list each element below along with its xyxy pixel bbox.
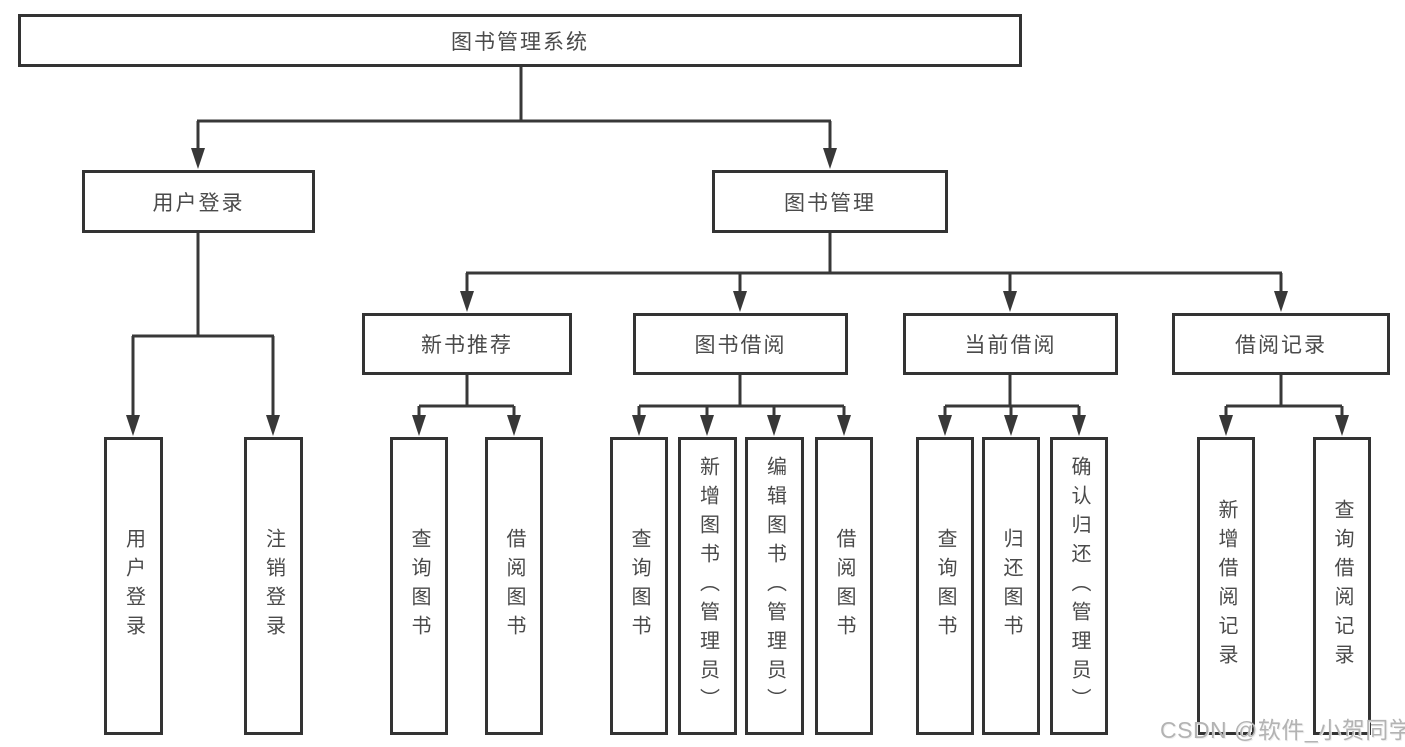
leaf-recommend-query-books: 查询图书 (390, 437, 448, 735)
leaf-logout: 注销登录 (244, 437, 303, 735)
connector-records-to-leaves (1219, 374, 1349, 436)
leaf-confirm-return-admin: 确认归还（管理员） (1050, 437, 1108, 735)
csdn-watermark: CSDN @软件_小贺同学 (1160, 717, 1405, 743)
connector-current-to-leaves (938, 374, 1086, 436)
connector-login-to-leaves (126, 232, 280, 436)
leaf-recommend-borrow-books: 借阅图书 (485, 437, 543, 735)
leaf-borrow-query-books: 查询图书 (610, 437, 668, 735)
node-user-login: 用户登录 (82, 170, 315, 233)
leaf-edit-books-admin: 编辑图书（管理员） (745, 437, 804, 735)
leaf-query-borrow-record: 查询借阅记录 (1313, 437, 1371, 735)
node-book-management: 图书管理 (712, 170, 948, 233)
node-current-borrow: 当前借阅 (903, 313, 1118, 375)
node-new-book-recommend: 新书推荐 (362, 313, 572, 375)
leaf-return-books: 归还图书 (982, 437, 1040, 735)
leaf-add-borrow-record: 新增借阅记录 (1197, 437, 1255, 735)
leaf-borrow-books: 借阅图书 (815, 437, 873, 735)
connector-root-to-level2 (191, 66, 837, 169)
leaf-current-query-books: 查询图书 (916, 437, 974, 735)
connector-recommend-to-leaves (412, 374, 521, 436)
node-root-system: 图书管理系统 (18, 14, 1022, 67)
leaf-user-login: 用户登录 (104, 437, 163, 735)
node-borrow-records: 借阅记录 (1172, 313, 1390, 375)
connector-mgmt-to-level3 (460, 232, 1288, 312)
leaf-add-books-admin: 新增图书（管理员） (678, 437, 737, 735)
node-book-borrow: 图书借阅 (633, 313, 848, 375)
connector-borrow-to-leaves (632, 374, 851, 436)
